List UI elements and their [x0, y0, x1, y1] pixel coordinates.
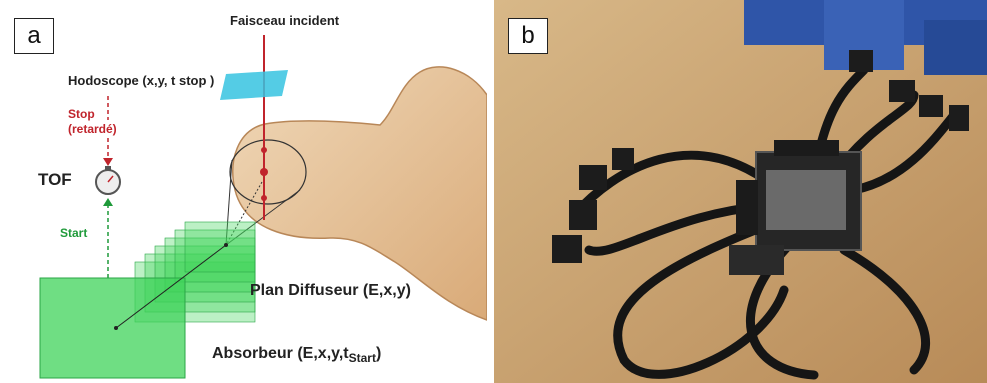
faisceau-label: Faisceau incident: [230, 13, 339, 28]
panel-a-diagram: a Faisceau incident Hodoscope (x,y, t st…: [0, 0, 487, 383]
plan-diffuseur-label: Plan Diffuseur (E,x,y): [250, 282, 411, 300]
stopwatch-icon: [96, 166, 120, 194]
detector-photo: [494, 0, 987, 383]
absorber-block: [40, 278, 185, 378]
start-label: Start: [60, 226, 87, 240]
hodoscope-label: Hodoscope (x,y, t stop ): [68, 73, 214, 88]
hodoscope-plate: [220, 70, 288, 100]
tof-label: TOF: [38, 170, 72, 190]
panel-a-tag: a: [14, 18, 54, 54]
panel-b-photo: b: [494, 0, 987, 383]
stop-retarde-label: (retardé): [68, 122, 117, 136]
detector-schematic: [0, 0, 487, 383]
stop-label: Stop: [68, 107, 95, 121]
absorbeur-label: Absorbeur (E,x,y,tStart): [212, 345, 381, 365]
panel-b-tag: b: [508, 18, 548, 54]
